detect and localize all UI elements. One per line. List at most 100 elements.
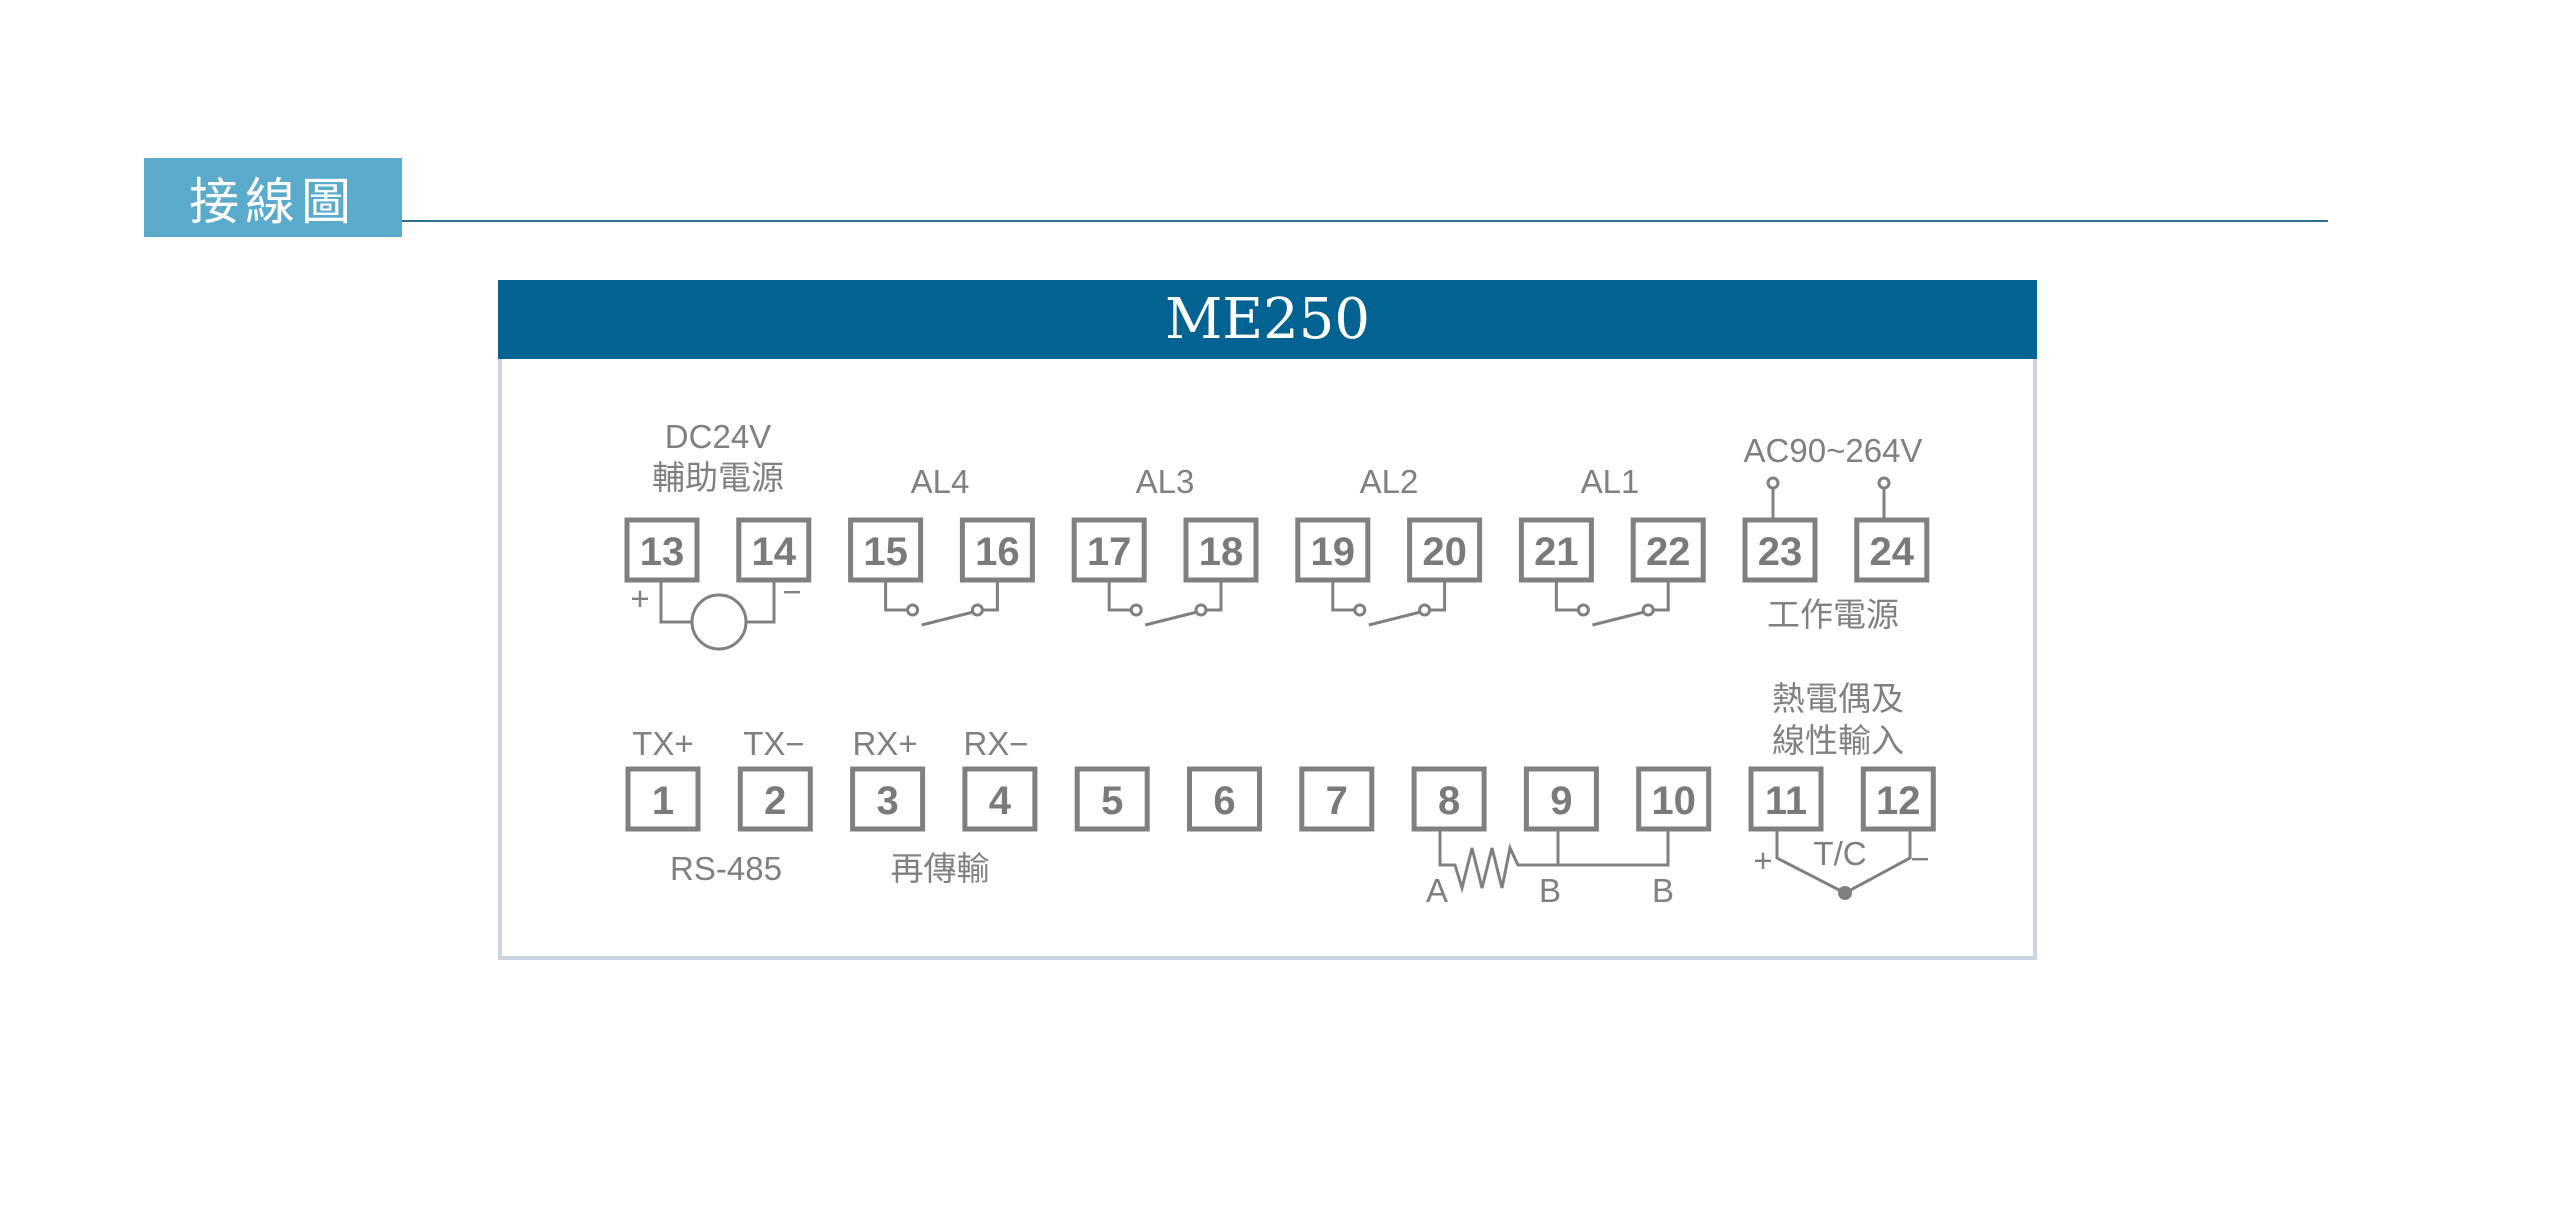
top-terminal-15: 15 [848,517,924,583]
rs485-label: RS-485 [670,850,782,887]
relay-contacts [884,580,1670,627]
bottom-terminal-5: 5 [1074,766,1150,832]
terminal-box [1518,517,1594,583]
dc-plus-sign: + [630,580,649,617]
bottom-terminal-8: 8 [1411,766,1487,832]
top-terminal-20: 20 [1407,517,1483,583]
top-terminal-row: 13 14 15 16 17 18 19 20 21 22 23 24 [624,517,1930,583]
bottom-terminal-1: 1 [625,766,701,832]
ac-voltage-label: AC90~264V [1744,432,1923,469]
terminal-box [1523,766,1599,832]
top-terminal-17: 17 [1071,517,1147,583]
dc24v-label: DC24V [665,418,771,455]
terminal-box [1854,517,1930,583]
al2-label: AL2 [1360,463,1419,500]
terminal-box [1748,766,1824,832]
dc-minus-sign: − [782,573,801,610]
terminal-box [962,766,1038,832]
terminal-box [1742,517,1818,583]
top-terminal-19: 19 [1295,517,1371,583]
ac-supply-pins [1766,476,1891,518]
terminal-number: 10 [1651,779,1696,823]
terminal-number: 15 [863,530,908,574]
tc-label: T/C [1813,835,1866,872]
terminal-number: 18 [1199,530,1244,574]
section-title: 接線圖 [144,158,402,237]
terminal-box [1860,766,1936,832]
terminal-box [736,517,812,583]
relay-contact-al1 [1554,580,1670,627]
terminal-number: 23 [1758,530,1803,574]
tx-minus-label: TX− [743,725,804,762]
top-terminal-23: 23 [1742,517,1818,583]
terminal-number: 22 [1646,530,1691,574]
bottom-terminal-6: 6 [1187,766,1262,832]
working-power-label: 工作電源 [1767,595,1899,634]
bottom-terminal-7: 7 [1299,766,1375,832]
terminal-box [959,517,1035,583]
terminal-box [624,517,700,583]
bottom-terminal-3: 3 [850,766,926,832]
terminal-box [1295,517,1371,583]
terminal-box [1411,766,1487,832]
model-header: ME250 [498,280,2037,359]
top-terminal-13: 13 [624,517,700,583]
terminal-number: 11 [1765,779,1807,823]
terminal-box [850,766,926,832]
terminal-number: 7 [1326,779,1348,823]
aux-power-label: 輔助電源 [652,458,784,497]
top-terminal-18: 18 [1183,517,1259,583]
terminal-box [1183,517,1259,583]
terminal-number: 3 [876,779,898,823]
tc-minus-sign: − [1910,840,1929,877]
terminal-number: 1 [652,779,674,823]
linear-input-label: 線性輸入 [1772,721,1904,760]
terminal-number: 20 [1422,530,1467,574]
rtd-resistor-symbol [1438,828,1670,894]
al1-label: AL1 [1581,463,1640,500]
terminal-box [737,766,813,832]
title-divider [402,220,2328,222]
tx-plus-label: TX+ [632,725,693,762]
top-terminal-21: 21 [1518,517,1594,583]
terminal-number: 24 [1870,530,1915,574]
rx-plus-label: RX+ [852,725,917,762]
al4-label: AL4 [911,463,970,500]
terminal-box [1630,517,1706,583]
top-terminal-24: 24 [1854,517,1930,583]
rtd-b2-label: B [1652,872,1674,909]
bottom-terminal-4: 4 [962,766,1038,832]
terminal-number: 2 [764,779,786,823]
terminal-box [848,517,924,583]
bottom-terminal-11: 11 [1748,766,1824,832]
top-terminal-14: 14 [736,517,812,583]
top-terminal-16: 16 [959,517,1035,583]
wiring-panel [498,280,2037,960]
terminal-box [1071,517,1147,583]
bottom-terminal-12: 12 [1860,766,1936,832]
terminal-number: 17 [1087,530,1132,574]
terminal-number: 21 [1534,530,1579,574]
terminal-number: 4 [989,779,1012,823]
terminal-number: 19 [1311,530,1356,574]
terminal-number: 14 [752,530,797,574]
rx-minus-label: RX− [963,725,1028,762]
terminal-box [1187,766,1262,832]
bottom-terminal-9: 9 [1523,766,1599,832]
terminal-box [1636,766,1712,832]
bottom-terminal-10: 10 [1636,766,1712,832]
terminal-number: 16 [975,530,1020,574]
al3-label: AL3 [1136,463,1195,500]
top-terminal-22: 22 [1630,517,1706,583]
terminal-number: 8 [1438,779,1460,823]
terminal-box [625,766,701,832]
terminal-number: 5 [1101,779,1123,823]
relay-contact-al4 [884,580,999,627]
terminal-number: 13 [640,530,685,574]
relay-contact-al2 [1331,580,1447,627]
terminal-number: 6 [1213,779,1235,823]
thermocouple-symbol [1775,828,1912,900]
terminal-box [1407,517,1483,583]
